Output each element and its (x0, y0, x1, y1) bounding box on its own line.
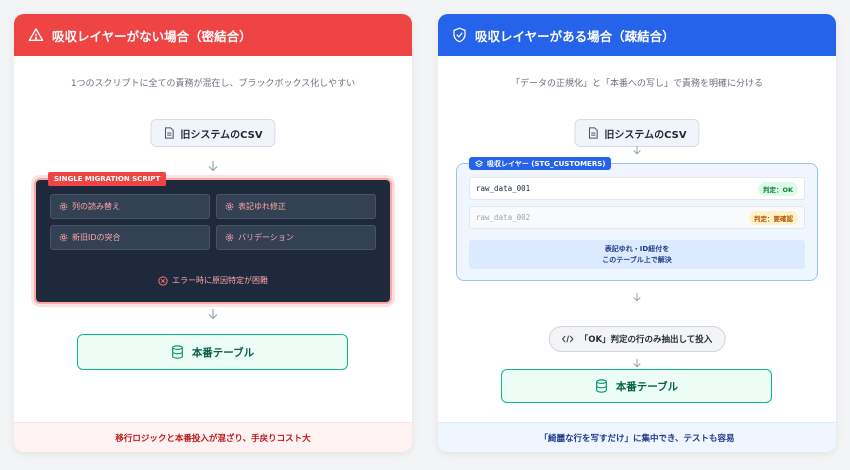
production-table-box: 本番テーブル (77, 334, 348, 370)
task-label: 新旧IDの突合 (72, 233, 121, 242)
task-item: バリデーション (216, 225, 376, 250)
absorb-layer-box: 吸収レイヤー (STG_CUSTOMERS) raw_data_001 判定：O… (456, 157, 818, 281)
task-label: バリデーション (238, 233, 294, 242)
target-label: 本番テーブル (615, 380, 679, 393)
arrow-down-icon (633, 358, 641, 368)
source-csv-box: 旧システムのCSV (574, 119, 700, 147)
task-item: 列の読み替え (50, 194, 210, 219)
row-name: raw_data_001 (476, 184, 531, 193)
arrow-down-icon (633, 145, 641, 155)
card-subtitle: 1つのスクリプトに全ての責務が混在し、ブラックボックス化しやすい (70, 79, 356, 89)
gear-icon (225, 202, 234, 211)
source-label: 旧システムのCSV (604, 129, 687, 141)
gear-icon (59, 233, 68, 242)
card-footer: 移行ロジックと本番投入が混ざり、手戻りコスト大 (14, 422, 412, 452)
loose-coupling-card: 吸収レイヤーがある場合（疎結合） 「データの正規化」と「本番への写し」で責務を明… (438, 14, 836, 452)
staging-row: raw_data_002 判定：要確認 (469, 206, 805, 229)
warning-text: エラー時に原因特定が困難 (172, 276, 268, 285)
absorb-layer-label: 吸収レイヤー (STG_CUSTOMERS) (469, 157, 612, 170)
arrow-down-icon (208, 161, 218, 172)
gear-icon (59, 202, 68, 211)
status-badge: 判定：要確認 (749, 210, 798, 225)
task-item: 表記ゆれ修正 (216, 194, 376, 219)
source-csv-box: 旧システムのCSV (150, 119, 276, 147)
gear-icon (225, 233, 234, 242)
source-label: 旧システムのCSV (180, 129, 263, 141)
code-icon (561, 335, 574, 343)
task-item: 新旧IDの突合 (50, 225, 210, 250)
tight-coupling-header: 吸収レイヤーがない場合（密結合） (14, 14, 412, 56)
tight-coupling-card: 吸収レイヤーがない場合（密結合） 1つのスクリプトに全ての責務が混在し、ブラック… (14, 14, 412, 452)
card-footer: 「綺麗な行を写すだけ」に集中でき、テストも容易 (438, 422, 836, 452)
filter-step-pill: 「OK」判定の行のみ抽出して投入 (548, 326, 726, 352)
loose-coupling-header: 吸収レイヤーがある場合（疎結合） (438, 14, 836, 56)
layer-label-text: 吸収レイヤー (STG_CUSTOMERS) (487, 159, 606, 168)
error-circle-icon (158, 275, 168, 286)
absorb-layer-note: 表記ゆれ・ID紐付を このテーブル上で解決 (469, 240, 805, 269)
migration-script-box: SINGLE MIGRATION SCRIPT 列の読み替え 表記ゆれ修正 新旧… (34, 172, 392, 304)
card-title: 吸収レイヤーがある場合（疎結合） (475, 28, 675, 44)
target-label: 本番テーブル (191, 346, 255, 359)
layers-icon (475, 159, 483, 167)
database-icon (171, 345, 183, 359)
card-title: 吸収レイヤーがない場合（密結合） (52, 28, 252, 44)
task-label: 列の読み替え (72, 202, 120, 211)
file-icon (588, 127, 598, 139)
filter-label: 「OK」判定の行のみ抽出して投入 (579, 335, 713, 345)
card-subtitle: 「データの正規化」と「本番への写し」で責務を明確に分ける (510, 79, 763, 89)
warning-icon (28, 28, 44, 41)
production-table-box: 本番テーブル (501, 369, 772, 403)
file-icon (164, 127, 174, 139)
arrow-down-icon (208, 309, 218, 320)
arrow-down-icon (633, 292, 641, 302)
status-badge: 判定：OK (757, 181, 798, 196)
database-icon (595, 379, 607, 393)
note-line: このテーブル上で解決 (602, 256, 672, 264)
script-label: SINGLE MIGRATION SCRIPT (48, 172, 167, 186)
shield-check-icon (453, 27, 466, 43)
staging-row: raw_data_001 判定：OK (469, 177, 805, 200)
script-warning: エラー時に原因特定が困難 (36, 275, 390, 286)
task-label: 表記ゆれ修正 (238, 202, 286, 211)
note-line: 表記ゆれ・ID紐付を (604, 245, 670, 253)
row-name: raw_data_002 (476, 213, 531, 222)
